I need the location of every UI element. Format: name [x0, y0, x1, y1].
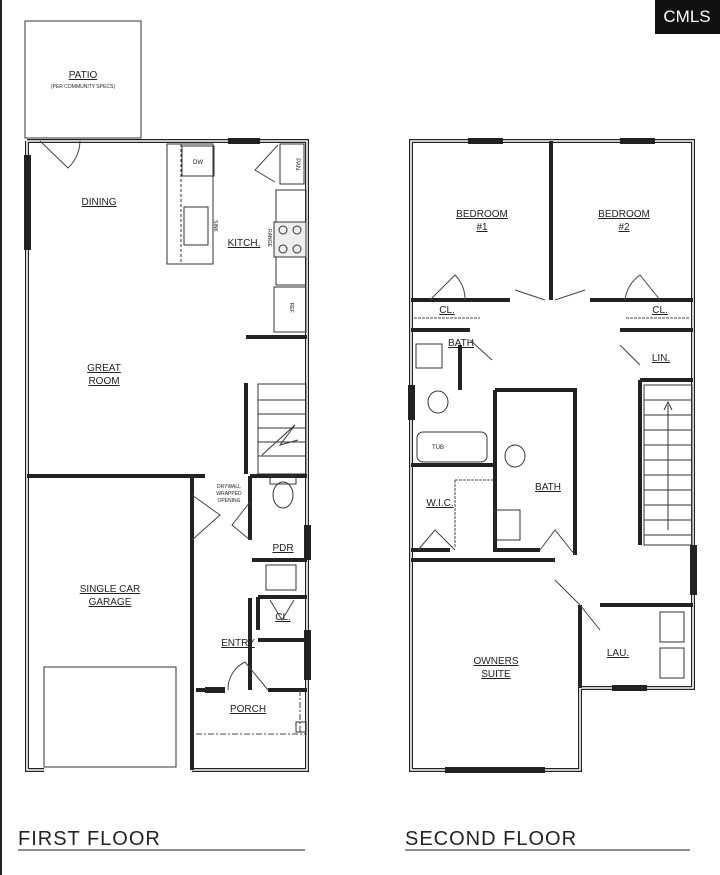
washer-icon [659, 611, 685, 643]
cmls-logo: CMLS [655, 0, 720, 34]
second-floor-plan [408, 138, 697, 773]
label-garage-2: GARAGE [89, 597, 132, 608]
room-label: W.I.C. [426, 498, 453, 509]
tub-icon [416, 431, 488, 463]
sink-icon [415, 343, 443, 369]
label-porch: PORCH [230, 704, 266, 715]
toilet-icon [504, 444, 526, 468]
stairs-first [257, 383, 307, 475]
label-patio-note: (PER COMMUNITY SPECS) [51, 84, 115, 90]
first-floor-title: FIRST FLOOR [18, 828, 161, 850]
label-closet: CL. [275, 612, 291, 623]
label-pantry: PAN. [294, 158, 300, 172]
stairs-second [643, 384, 693, 546]
label-pdr: PDR [272, 543, 293, 554]
room-label: WRAPPED [216, 491, 242, 497]
patio-outline [24, 20, 142, 139]
room-label: BATH [535, 482, 561, 493]
label-garage-1: SINGLE CAR [80, 584, 141, 595]
label-entry: ENTRY [221, 638, 255, 649]
label-ref: REF. [288, 303, 294, 314]
room-label: OPENING [217, 498, 240, 504]
room-label: CL. [652, 305, 668, 316]
label-range: RANGE [266, 229, 272, 247]
dryer-icon [659, 647, 685, 679]
kitchen-cabinets [166, 143, 307, 333]
sink-icon [265, 564, 297, 591]
label-kitchen: KITCH. [228, 238, 261, 249]
label-dining: DINING [82, 197, 117, 208]
room-label: LIN. [652, 353, 670, 364]
room-label: CL. [439, 305, 455, 316]
label-patio: PATIO [69, 70, 98, 81]
window [24, 155, 31, 250]
room-label: TUB [432, 445, 444, 451]
room-label: DRYWALL [217, 484, 241, 490]
second-floor-title: SECOND FLOOR [405, 828, 577, 850]
room-label: BATH [448, 338, 474, 349]
second-floor-labels: BEDROOM #1 BEDROOM #2 CL. CL. BATH LIN. … [426, 209, 670, 680]
toilet-icon [427, 390, 449, 414]
room-label: #2 [618, 222, 630, 233]
room-label: CMLS [663, 7, 710, 26]
room-label: SUITE [481, 669, 511, 680]
label-great-room-2: ROOM [88, 376, 119, 387]
garage-door [43, 666, 177, 768]
toilet-icon [272, 481, 294, 509]
room-label: BEDROOM [456, 209, 508, 220]
first-floor-plan: PATIO (PER COMMUNITY SPECS) DINING DW SI… [24, 20, 311, 772]
room-label: BEDROOM [598, 209, 650, 220]
room-label: LAU. [607, 648, 629, 659]
room-label: OWNERS [474, 656, 519, 667]
label-sink: SINK [212, 220, 218, 232]
label-great-room-1: GREAT [87, 363, 121, 374]
label-dw: DW [193, 160, 203, 166]
room-label: #1 [476, 222, 488, 233]
